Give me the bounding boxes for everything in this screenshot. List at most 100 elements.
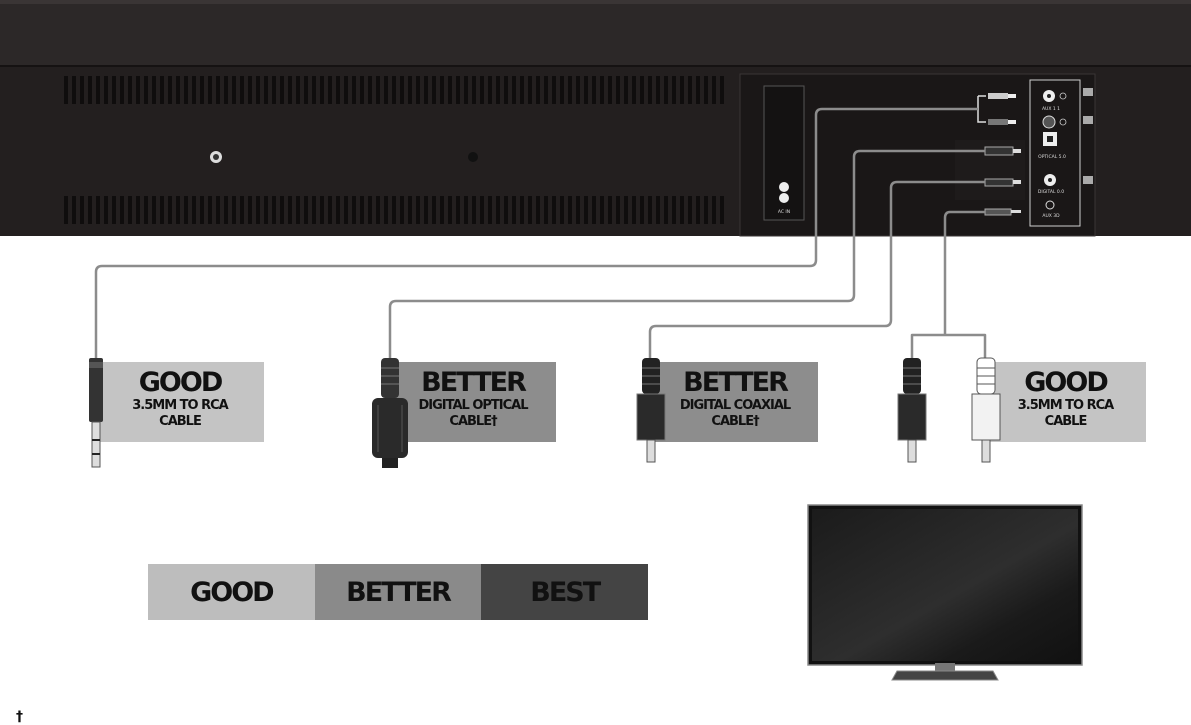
vent-slot (488, 196, 492, 224)
vent-slot (152, 196, 156, 224)
vent-slot (392, 76, 396, 104)
vent-slot (80, 196, 84, 224)
label-better-optical: BETTER DIGITAL OPTICAL CABLE† (390, 362, 556, 442)
ac-in-label: AC IN (778, 209, 790, 215)
vent-slot (680, 76, 684, 104)
vent-slot (624, 196, 628, 224)
jack-3.5mm-icon (89, 358, 103, 468)
cable-word-good-left: CABLE (159, 414, 202, 429)
vent-slot (240, 196, 244, 224)
vent-slot (248, 196, 252, 224)
vent-slot (264, 76, 268, 104)
vent-slot (656, 196, 660, 224)
vent-slot (712, 196, 716, 224)
vent-slot (552, 196, 556, 224)
vent-slot (520, 196, 524, 224)
vent-slot (696, 76, 700, 104)
vent-slot (160, 196, 164, 224)
vent-slot (720, 196, 724, 224)
vent-slot (512, 76, 516, 104)
vent-slot (408, 196, 412, 224)
vent-slot (328, 76, 332, 104)
rating-better-coaxial: BETTER (683, 367, 789, 398)
vent-slot (464, 76, 468, 104)
vent-slot (384, 76, 388, 104)
vent-slot (400, 76, 404, 104)
vent-slot (472, 76, 476, 104)
vent-slot (592, 196, 596, 224)
aux1-port-red (1042, 115, 1056, 129)
vent-slot (536, 196, 540, 224)
vent-slot (368, 76, 372, 104)
vent-slot (408, 76, 412, 104)
vent-slot (640, 196, 644, 224)
vent-slot (592, 76, 596, 104)
vent-grille-bottom (64, 196, 724, 224)
vent-slot (616, 196, 620, 224)
soundbar: AC IN AUX 1 1 OPTICAL 5.0 DIGITAL 0.0 AU… (0, 0, 1191, 237)
vent-slot (640, 76, 644, 104)
vent-slot (344, 196, 348, 224)
vent-slot (368, 196, 372, 224)
scale-good: GOOD (148, 564, 315, 620)
vent-slot (216, 76, 220, 104)
vent-slot (336, 196, 340, 224)
vent-slot (480, 196, 484, 224)
vent-slot (144, 76, 148, 104)
vent-slot (624, 76, 628, 104)
vent-slot (608, 196, 612, 224)
vent-slot (120, 76, 124, 104)
vent-slot (576, 196, 580, 224)
vent-slot (208, 76, 212, 104)
vent-slot (504, 76, 508, 104)
vent-slot (280, 196, 284, 224)
rating-good-right: GOOD (1024, 367, 1108, 398)
vent-slot (688, 196, 692, 224)
vent-slot (440, 76, 444, 104)
vent-slot (400, 196, 404, 224)
vent-grille-top (64, 76, 724, 104)
vent-slot (128, 196, 132, 224)
vent-slot (528, 196, 532, 224)
cable-coaxial (648, 180, 985, 358)
vent-slot (328, 196, 332, 224)
vent-slot (104, 196, 108, 224)
optical-connector-icon (372, 358, 408, 468)
vent-slot (536, 76, 540, 104)
vent-slot (712, 76, 716, 104)
vent-slot (632, 76, 636, 104)
vent-slot (296, 76, 300, 104)
cable-name-good-left: 3.5MM TO RCA (132, 398, 229, 413)
vent-slot (64, 76, 68, 104)
vent-slot (688, 76, 692, 104)
vent-slot (64, 196, 68, 224)
cables (94, 107, 987, 358)
vent-slot (224, 196, 228, 224)
vent-slot (144, 196, 148, 224)
vent-slot (576, 76, 580, 104)
cable-optical (388, 149, 985, 358)
vent-slot (88, 196, 92, 224)
vent-slot (560, 196, 564, 224)
vent-slot (432, 196, 436, 224)
cable-name-good-right: 3.5MM TO RCA (1017, 398, 1115, 413)
vent-slot (672, 76, 676, 104)
vent-slot (168, 76, 172, 104)
rca-red-connector-icon (897, 358, 927, 463)
vent-slot (104, 76, 108, 104)
cable-word-good-right: CABLE (1044, 414, 1088, 429)
vent-slot (512, 196, 516, 224)
vent-slot (608, 76, 612, 104)
vent-slot (80, 76, 84, 104)
vent-slot (320, 196, 324, 224)
vent-slot (376, 196, 380, 224)
vent-slot (704, 76, 708, 104)
vent-slot (432, 76, 436, 104)
vent-slot (568, 196, 572, 224)
vent-slot (648, 76, 652, 104)
coaxial-connector-icon (636, 358, 666, 463)
svg-text:DIGITAL 0.0: DIGITAL 0.0 (1038, 189, 1064, 195)
vent-slot (184, 76, 188, 104)
vent-slot (336, 76, 340, 104)
